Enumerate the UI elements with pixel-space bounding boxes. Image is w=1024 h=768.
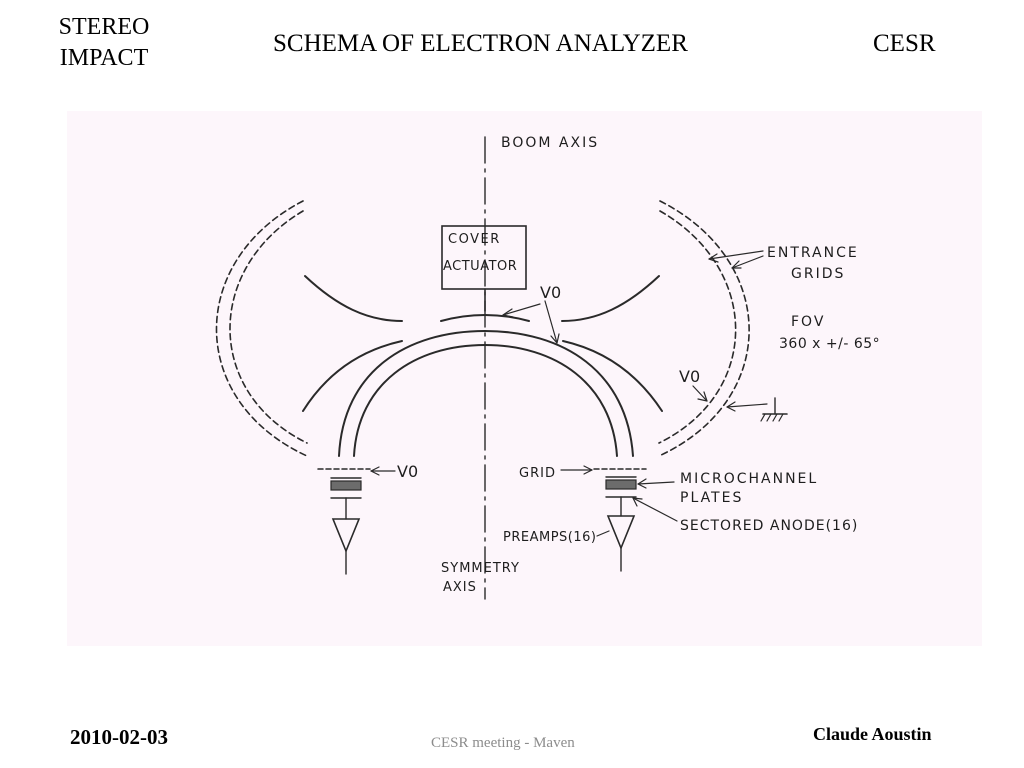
label-v0-left: V0: [397, 462, 418, 481]
mcp-right: [605, 479, 637, 490]
arrow-mcp-head: [637, 478, 647, 489]
arrow-anode-head: [632, 497, 643, 507]
ground-hatch: [760, 413, 784, 422]
preamp-left: [331, 518, 361, 554]
label-boom-axis: BOOM AXIS: [501, 135, 599, 151]
preamp-right: [606, 515, 636, 551]
outer-hemisphere: [338, 329, 634, 457]
label-v0-right: V0: [679, 367, 700, 386]
arrow-entrance-2-head: [731, 260, 742, 269]
deflector-lower-left: [302, 340, 403, 412]
arrow-mcp: [637, 481, 675, 485]
label-actuator: ACTUATOR: [443, 259, 517, 274]
entrance-grid-left-inner: [229, 210, 308, 444]
deflector-upper-right: [561, 275, 660, 322]
arrow-entrance-2: [731, 255, 764, 269]
top-cap-arc: [440, 314, 530, 322]
label-entrance: ENTRANCE: [767, 245, 859, 261]
schematic-svg: BOOM AXIS COVER ACTUATOR V0 ENTRANCE GRI…: [215, 135, 880, 600]
footer-date: 2010-02-03: [70, 725, 168, 749]
arrow-v0-right-head: [697, 391, 708, 402]
header-project-line2: IMPACT: [59, 45, 149, 71]
arrow-ground: [726, 403, 768, 408]
label-fov: FOV: [791, 314, 825, 330]
label-symmetry: SYMMETRY: [441, 561, 520, 576]
label-cover: COVER: [448, 232, 501, 247]
entrance-grid-right-outer: [658, 200, 750, 457]
label-microchannel: MICROCHANNEL: [680, 471, 818, 487]
page-title: SCHEMA OF ELECTRON ANALYZER: [273, 30, 688, 57]
arrow-v0-right: [692, 385, 708, 402]
header-project: STEREO IMPACT: [44, 12, 164, 74]
label-grid: GRID: [519, 466, 556, 481]
label-axis: AXIS: [443, 580, 477, 595]
arrow-v0-top: [502, 303, 541, 316]
arrow-anode: [632, 497, 678, 522]
arrow-v0-top-head: [502, 308, 514, 318]
header-organization: CESR: [873, 30, 936, 57]
entrance-grid-right-inner: [658, 210, 737, 444]
entrance-grid-left-outer: [215, 200, 308, 457]
arrow-entrance-1: [708, 250, 764, 260]
arrow-grid-head: [583, 465, 593, 475]
label-preamps: PREAMPS(16): [503, 530, 596, 545]
mcp-left: [330, 480, 362, 491]
deflector-lower-right: [562, 340, 663, 412]
analyzer-schematic: BOOM AXIS COVER ACTUATOR V0 ENTRANCE GRI…: [67, 111, 982, 646]
arrow-v0-left-head: [370, 466, 380, 476]
label-plates: PLATES: [680, 490, 743, 506]
arrow-v0-hemisphere-head: [550, 333, 560, 344]
header-project-line1: STEREO: [58, 14, 150, 40]
footer-author: Claude Aoustin: [813, 724, 932, 744]
deflector-upper-left: [304, 275, 403, 322]
arrow-preamps: [596, 530, 610, 537]
arrow-v0-hemisphere: [544, 300, 558, 344]
inner-hemisphere: [353, 343, 618, 457]
label-v0-top: V0: [540, 283, 561, 302]
arrow-entrance-1-head: [708, 253, 719, 263]
footer-meeting: CESR meeting - Maven: [431, 735, 575, 751]
cover-actuator-box: [441, 225, 527, 290]
label-fov-range: 360 x +/- 65°: [779, 336, 880, 352]
label-grids: GRIDS: [791, 266, 845, 282]
arrow-ground-head: [726, 401, 736, 412]
label-sectored-anode: SECTORED ANODE(16): [680, 518, 858, 534]
